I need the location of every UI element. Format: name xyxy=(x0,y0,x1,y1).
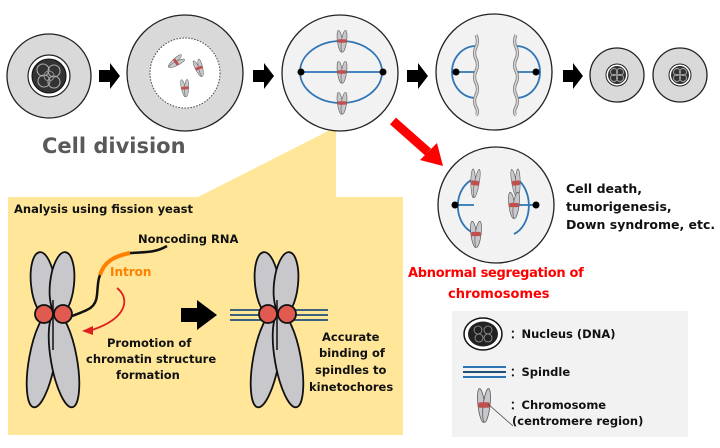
legend-chromosome-icon xyxy=(475,387,514,427)
callout-heading: Analysis using fission yeast xyxy=(14,202,193,216)
nucleus-dna-icon xyxy=(31,58,67,94)
abnormal-label-line1: Abnormal segregation of xyxy=(408,266,584,281)
noncoding-rna-strand xyxy=(71,244,168,318)
title-cell-division: Cell division xyxy=(42,134,186,158)
promotion-line3: formation xyxy=(116,368,180,382)
cell-metaphase xyxy=(281,14,399,132)
legend-label-centromere: (centromere region) xyxy=(512,414,644,428)
legend-label-chromosome: ：Chromosome xyxy=(510,398,607,412)
callout-pointer xyxy=(196,127,336,198)
arrow-icon xyxy=(563,63,583,89)
cell-prophase xyxy=(126,14,244,132)
cell-interphase xyxy=(6,33,92,119)
legend-label-nucleus: ：Nucleus (DNA) xyxy=(510,327,616,341)
promotion-line1: Promotion of xyxy=(107,336,192,350)
legend-nucleus-icon xyxy=(463,317,503,351)
accurate-line2: binding of xyxy=(319,346,385,360)
legend-label-spindle: ：Spindle xyxy=(510,365,571,379)
cell-anaphase xyxy=(435,13,553,131)
callout-arrow-icon xyxy=(181,300,217,330)
legend-spindle-icon xyxy=(463,366,506,378)
accurate-line4: kinetochores xyxy=(309,380,394,394)
abnormal-label-line2: chromosomes xyxy=(448,287,550,302)
cell-daughter-right xyxy=(652,47,708,103)
arrow-icon xyxy=(253,63,274,89)
arrow-icon xyxy=(99,63,120,89)
abnormal-outcome-line1: Cell death, xyxy=(566,181,643,196)
promotion-line2: chromatin structure xyxy=(86,352,217,366)
abnormal-outcome-line2: tumorigenesis, xyxy=(566,199,672,214)
accurate-line1: Accurate xyxy=(322,330,380,344)
cell-daughter-left xyxy=(589,47,645,103)
red-arrow-icon xyxy=(390,117,443,166)
noncoding-rna-label: Noncoding RNA xyxy=(138,232,239,246)
cell-abnormal xyxy=(437,146,555,264)
chromosome-left xyxy=(25,251,81,409)
accurate-line3: spindles to xyxy=(315,363,387,377)
intron-label: Intron xyxy=(110,265,152,279)
abnormal-outcome-line3: Down syndrome, etc. xyxy=(566,217,716,232)
chromosome-right xyxy=(230,251,328,409)
arrow-icon xyxy=(407,63,428,89)
red-curved-arrow-icon xyxy=(82,287,126,335)
